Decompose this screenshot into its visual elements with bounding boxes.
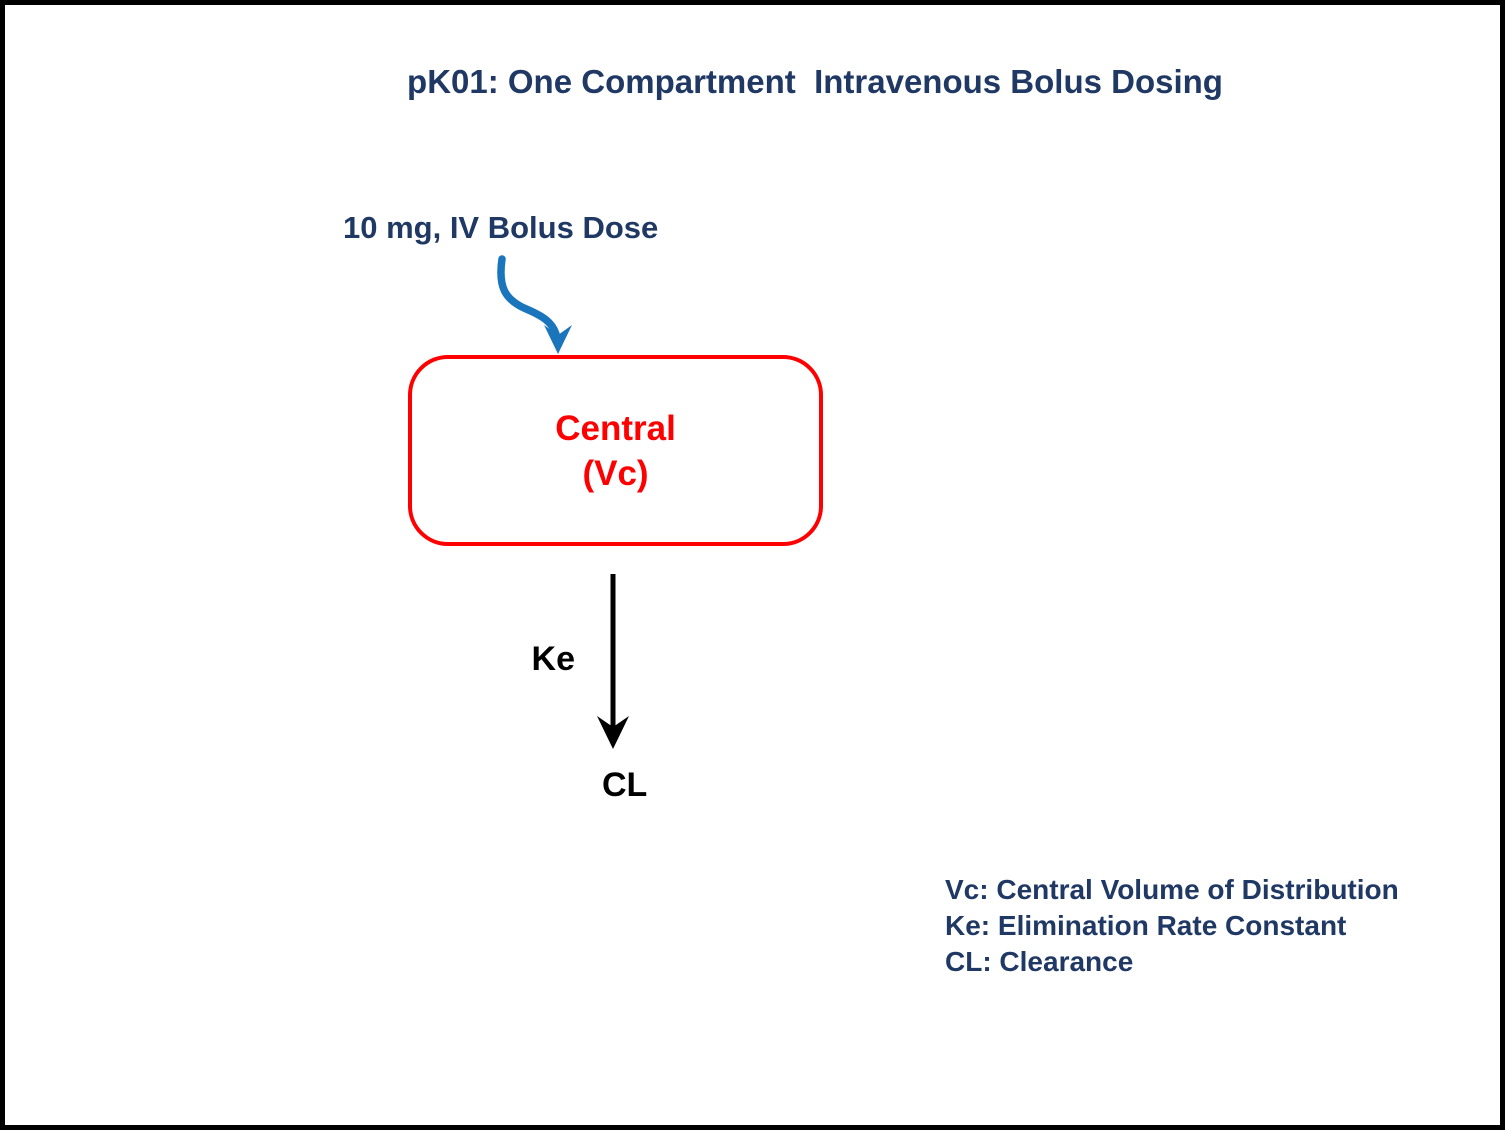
legend: Vc: Central Volume of Distribution Ke: E…	[945, 872, 1399, 980]
dose-arrow-icon	[497, 255, 572, 354]
legend-item-cl: CL: Clearance	[945, 946, 1134, 977]
legend-item-vc: Vc: Central Volume of Distribution	[945, 874, 1399, 905]
compartment-name: Central	[555, 408, 676, 448]
elimination-rate-label: Ke	[531, 640, 575, 678]
compartment-volume-label: (Vc)	[582, 453, 649, 493]
page-title: pK01: One Compartment Intravenous Bolus …	[407, 63, 1223, 100]
legend-item-ke: Ke: Elimination Rate Constant	[945, 910, 1347, 941]
central-compartment-box: Central (Vc)	[408, 355, 823, 546]
dose-label: 10 mg, IV Bolus Dose	[343, 210, 659, 245]
clearance-label: CL	[602, 766, 648, 804]
elimination-arrow-icon	[597, 574, 629, 749]
